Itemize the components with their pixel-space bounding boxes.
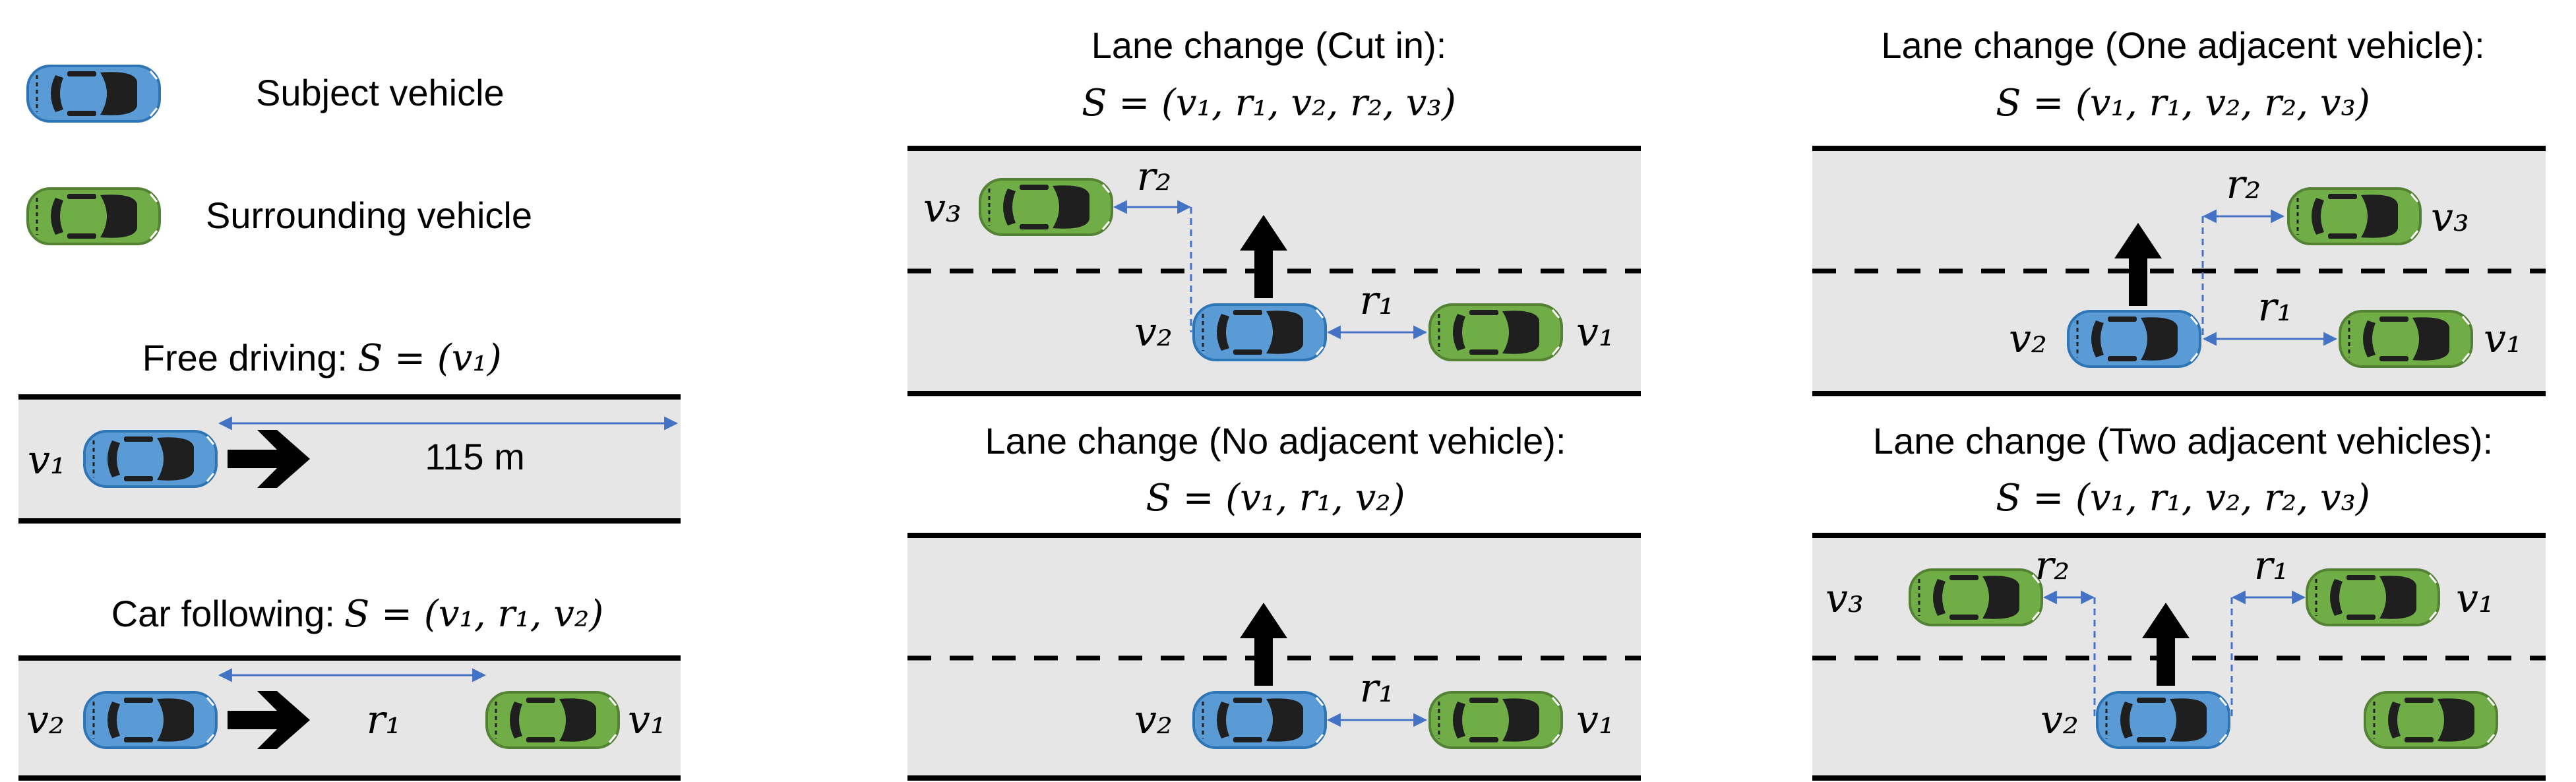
one-adjacent-panel: Lane change (One adjacent vehicle): S = … xyxy=(1812,24,2546,396)
v2-label: v₂ xyxy=(26,697,65,743)
up-arrow-icon xyxy=(2142,603,2190,686)
direction-arrow-icon xyxy=(228,430,310,488)
free-driving-formula: S = (v₁) xyxy=(357,337,502,380)
r1-label: r₁ xyxy=(2258,284,2293,330)
car-following-panel: Car following: S = (v₁, r₁, v₂) v₂ r₁ v₁ xyxy=(18,593,681,781)
cut-in-panel: Lane change (Cut in): S = (v₁, r₁, v₂, r… xyxy=(907,24,1641,396)
up-arrow-icon xyxy=(1240,603,1287,686)
v3-label: v₃ xyxy=(1825,576,1864,622)
v1-label: v₁ xyxy=(628,697,666,743)
surrounding-vehicle xyxy=(485,691,620,749)
subject-vehicle xyxy=(1192,691,1327,749)
surrounding-vehicle-v3 xyxy=(1909,568,2043,626)
r2-label: r₂ xyxy=(1137,154,1172,200)
two-adjacent-panel: Lane change (Two adjacent vehicles): S =… xyxy=(1812,420,2546,781)
one-adjacent-title: Lane change (One adjacent vehicle): xyxy=(1881,24,2484,66)
direction-arrow-icon xyxy=(228,691,310,749)
legend: Subject vehicle Surrounding vehicle xyxy=(26,65,532,245)
subject-vehicle xyxy=(2096,691,2230,749)
free-driving-title: Free driving: xyxy=(142,337,348,378)
v3-label: v₃ xyxy=(923,185,962,231)
car-following-formula: S = (v₁, r₁, v₂) xyxy=(344,593,603,636)
v1-label: v₁ xyxy=(2484,316,2522,362)
up-arrow-icon xyxy=(1240,215,1287,298)
surrounding-vehicle-v3 xyxy=(2287,187,2422,245)
r1-label: r₁ xyxy=(367,697,402,743)
surrounding-vehicle-v3 xyxy=(979,178,1113,236)
no-adjacent-title: Lane change (No adjacent vehicle): xyxy=(985,420,1566,462)
two-adjacent-formula: S = (v₁, r₁, v₂, r₂, v₃) xyxy=(1996,477,2370,520)
subject-vehicle xyxy=(1192,303,1327,361)
subject-vehicle xyxy=(83,691,218,749)
legend-surrounding-car-icon xyxy=(26,187,161,245)
subject-vehicle xyxy=(83,430,218,488)
car-following-title: Car following: xyxy=(111,593,335,634)
up-arrow-icon xyxy=(2114,223,2162,306)
two-adjacent-title: Lane change (Two adjacent vehicles): xyxy=(1873,420,2493,462)
r2-label: r₂ xyxy=(2035,543,2070,589)
no-adjacent-formula: S = (v₁, r₁, v₂) xyxy=(1146,477,1405,520)
r1-label: r₁ xyxy=(1360,665,1395,711)
v2-label: v₂ xyxy=(1134,697,1173,743)
v1-label: v₁ xyxy=(1576,309,1614,355)
v2-label: v₂ xyxy=(2040,697,2079,743)
v1-label: v₁ xyxy=(2456,576,2494,622)
legend-subject-label: Subject vehicle xyxy=(256,72,505,113)
legend-surrounding-label: Surrounding vehicle xyxy=(206,195,532,236)
surrounding-vehicle-v1 xyxy=(2339,310,2473,368)
v3-label: v₃ xyxy=(2431,195,2469,241)
r2-label: r₂ xyxy=(2226,162,2261,208)
legend-subject-car-icon xyxy=(26,65,161,123)
surrounding-vehicle-v1 xyxy=(2306,568,2440,626)
one-adjacent-formula: S = (v₁, r₁, v₂, r₂, v₃) xyxy=(1996,82,2370,125)
v2-label: v₂ xyxy=(2009,316,2047,362)
v2-label: v₂ xyxy=(1134,309,1173,355)
surrounding-vehicle-v1 xyxy=(1428,691,1563,749)
subject-vehicle xyxy=(2067,310,2201,368)
v1-label: v₁ xyxy=(28,437,66,483)
surrounding-vehicle xyxy=(2364,691,2498,749)
v1-label: v₁ xyxy=(1576,697,1614,743)
distance-label: 115 m xyxy=(425,436,524,477)
cut-in-title: Lane change (Cut in): xyxy=(1091,24,1447,66)
no-adjacent-panel: Lane change (No adjacent vehicle): S = (… xyxy=(907,420,1641,781)
surrounding-vehicle-v1 xyxy=(1428,303,1563,361)
r1-label: r₁ xyxy=(1360,278,1395,324)
free-driving-panel: Free driving: S = (v₁) v₁ 115 m xyxy=(18,337,681,524)
cut-in-formula: S = (v₁, r₁, v₂, r₂, v₃) xyxy=(1082,82,1456,125)
r1-label: r₁ xyxy=(2254,543,2289,589)
